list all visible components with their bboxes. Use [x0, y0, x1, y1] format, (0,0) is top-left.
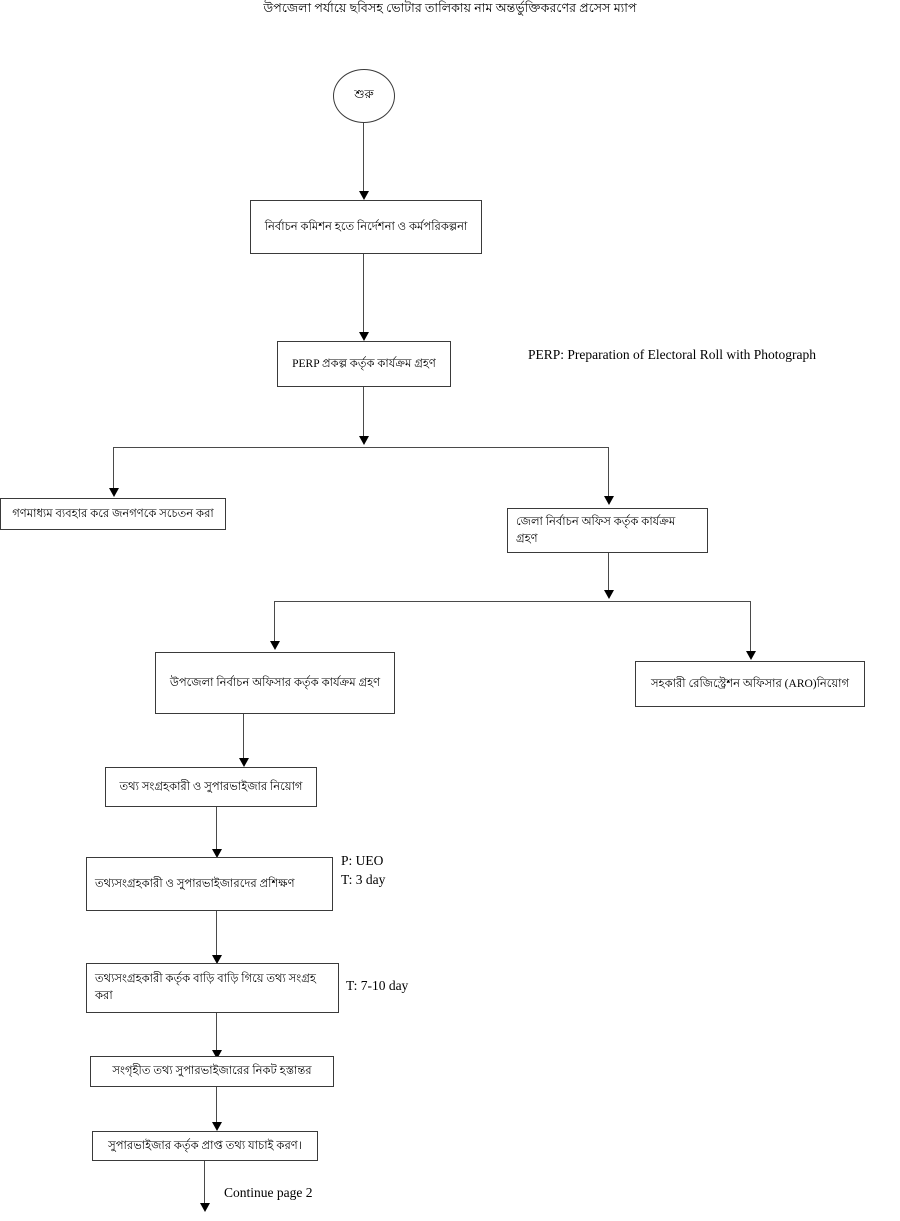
- arrowhead-collection: [212, 955, 222, 964]
- connector-split2-to-aro: [750, 601, 751, 654]
- split-bus-level-2: [274, 601, 751, 602]
- node-aro-appointment: সহকারী রেজিস্ট্রেশন অফিসার (ARO)নিয়োগ: [635, 661, 865, 707]
- node-district-office: জেলা নির্বাচন অফিস কর্তৃক কার্যক্রম গ্রহ…: [507, 508, 708, 553]
- node-supervisor-verification: সুপারভাইজার কর্তৃক প্রাপ্ত তথ্য যাচাই কর…: [92, 1131, 318, 1161]
- split-bus-level-1: [113, 447, 609, 448]
- arrowhead-next-page: [200, 1203, 210, 1212]
- connector-split2-to-upazila: [274, 601, 275, 644]
- annotation-training-person: P: UEO: [341, 853, 384, 868]
- connector-upazila-to-appointment: [243, 714, 244, 761]
- node-start: শুরু: [333, 69, 395, 123]
- connector-commission-to-perp: [363, 254, 364, 337]
- connector-handover-to-verification: [216, 1087, 217, 1127]
- node-aro-appointment-label: সহকারী রেজিস্ট্রেশন অফিসার (ARO)নিয়োগ: [650, 677, 850, 690]
- node-training: তথ্যসংগ্রহকারী ও সুপারভাইজারদের প্রশিক্ষ…: [86, 857, 333, 911]
- annotation-collection-time: T: 7-10 day: [346, 978, 409, 993]
- node-handover-to-supervisor: সংগৃহীত তথ্য সুপারভাইজারের নিকট হস্তান্ত…: [90, 1056, 334, 1087]
- connector-split-to-district: [608, 447, 609, 499]
- node-start-label: শুরু: [354, 87, 374, 101]
- node-perp-project: PERP প্রকল্প কর্তৃক কার্যক্রম গ্রহণ: [277, 341, 451, 387]
- node-house-to-house-collection-label: তথ্যসংগ্রহকারী কর্তৃক বাড়ি বাড়ি গিয়ে …: [95, 973, 316, 1002]
- node-perp-project-label: PERP প্রকল্প কর্তৃক কার্যক্রম গ্রহণ: [292, 357, 436, 370]
- arrowhead-split-bus-2: [604, 590, 614, 599]
- arrowhead-upazila: [270, 641, 280, 650]
- connector-district-to-split2: [608, 553, 609, 593]
- arrowhead-mass-media: [109, 488, 119, 497]
- connector-collection-to-handover: [216, 1013, 217, 1055]
- arrowhead-appointment: [239, 758, 249, 767]
- arrowhead-verification: [212, 1122, 222, 1131]
- node-upazila-officer-label: উপজেলা নির্বাচন অফিসার কর্তৃক কার্যক্রম …: [169, 676, 381, 689]
- connector-appointment-to-training: [216, 807, 217, 852]
- node-commission-directive-label: নির্বাচন কমিশন হতে নির্দেশনা ও কর্মপরিকল…: [264, 220, 468, 233]
- node-upazila-officer: উপজেলা নির্বাচন অফিসার কর্তৃক কার্যক্রম …: [155, 652, 395, 714]
- node-supervisor-verification-label: সুপারভাইজার কর্তৃক প্রাপ্ত তথ্য যাচাই কর…: [108, 1139, 302, 1152]
- label-continue-page: Continue page 2: [224, 1185, 313, 1200]
- arrowhead-split-bus: [359, 436, 369, 445]
- node-house-to-house-collection: তথ্যসংগ্রহকারী কর্তৃক বাড়ি বাড়ি গিয়ে …: [86, 963, 339, 1013]
- connector-training-to-collection: [216, 911, 217, 958]
- legend-perp-expansion: PERP: Preparation of Electoral Roll with…: [528, 347, 816, 362]
- page-title: উপজেলা পর্যায়ে ছবিসহ ভোটার তালিকায় নাম…: [263, 1, 637, 15]
- arrowhead-training: [212, 849, 222, 858]
- node-district-office-label: জেলা নির্বাচন অফিস কর্তৃক কার্যক্রম গ্রহ…: [516, 515, 676, 545]
- arrowhead-perp: [359, 332, 369, 341]
- arrowhead-commission: [359, 191, 369, 200]
- connector-perp-to-split: [363, 387, 364, 439]
- annotation-training-time: T: 3 day: [341, 872, 386, 887]
- node-commission-directive: নির্বাচন কমিশন হতে নির্দেশনা ও কর্মপরিকল…: [250, 200, 482, 254]
- arrowhead-aro: [746, 651, 756, 660]
- arrowhead-handover: [212, 1050, 222, 1059]
- node-mass-media-awareness-label: গণমাধ্যম ব্যবহার করে জনগণকে সচেতন করা: [12, 507, 214, 520]
- node-mass-media-awareness: গণমাধ্যম ব্যবহার করে জনগণকে সচেতন করা: [0, 498, 226, 530]
- arrowhead-district: [604, 496, 614, 505]
- connector-split-to-mass-media: [113, 447, 114, 491]
- connector-start-to-commission: [363, 123, 364, 196]
- node-training-label: তথ্যসংগ্রহকারী ও সুপারভাইজারদের প্রশিক্ষ…: [95, 877, 295, 890]
- node-collector-supervisor-appointment-label: তথ্য সংগ্রহকারী ও সুপারভাইজার নিয়োগ: [119, 780, 303, 793]
- connector-verification-to-next-page: [204, 1161, 205, 1208]
- node-collector-supervisor-appointment: তথ্য সংগ্রহকারী ও সুপারভাইজার নিয়োগ: [105, 767, 317, 807]
- node-handover-to-supervisor-label: সংগৃহীত তথ্য সুপারভাইজারের নিকট হস্তান্ত…: [112, 1065, 312, 1078]
